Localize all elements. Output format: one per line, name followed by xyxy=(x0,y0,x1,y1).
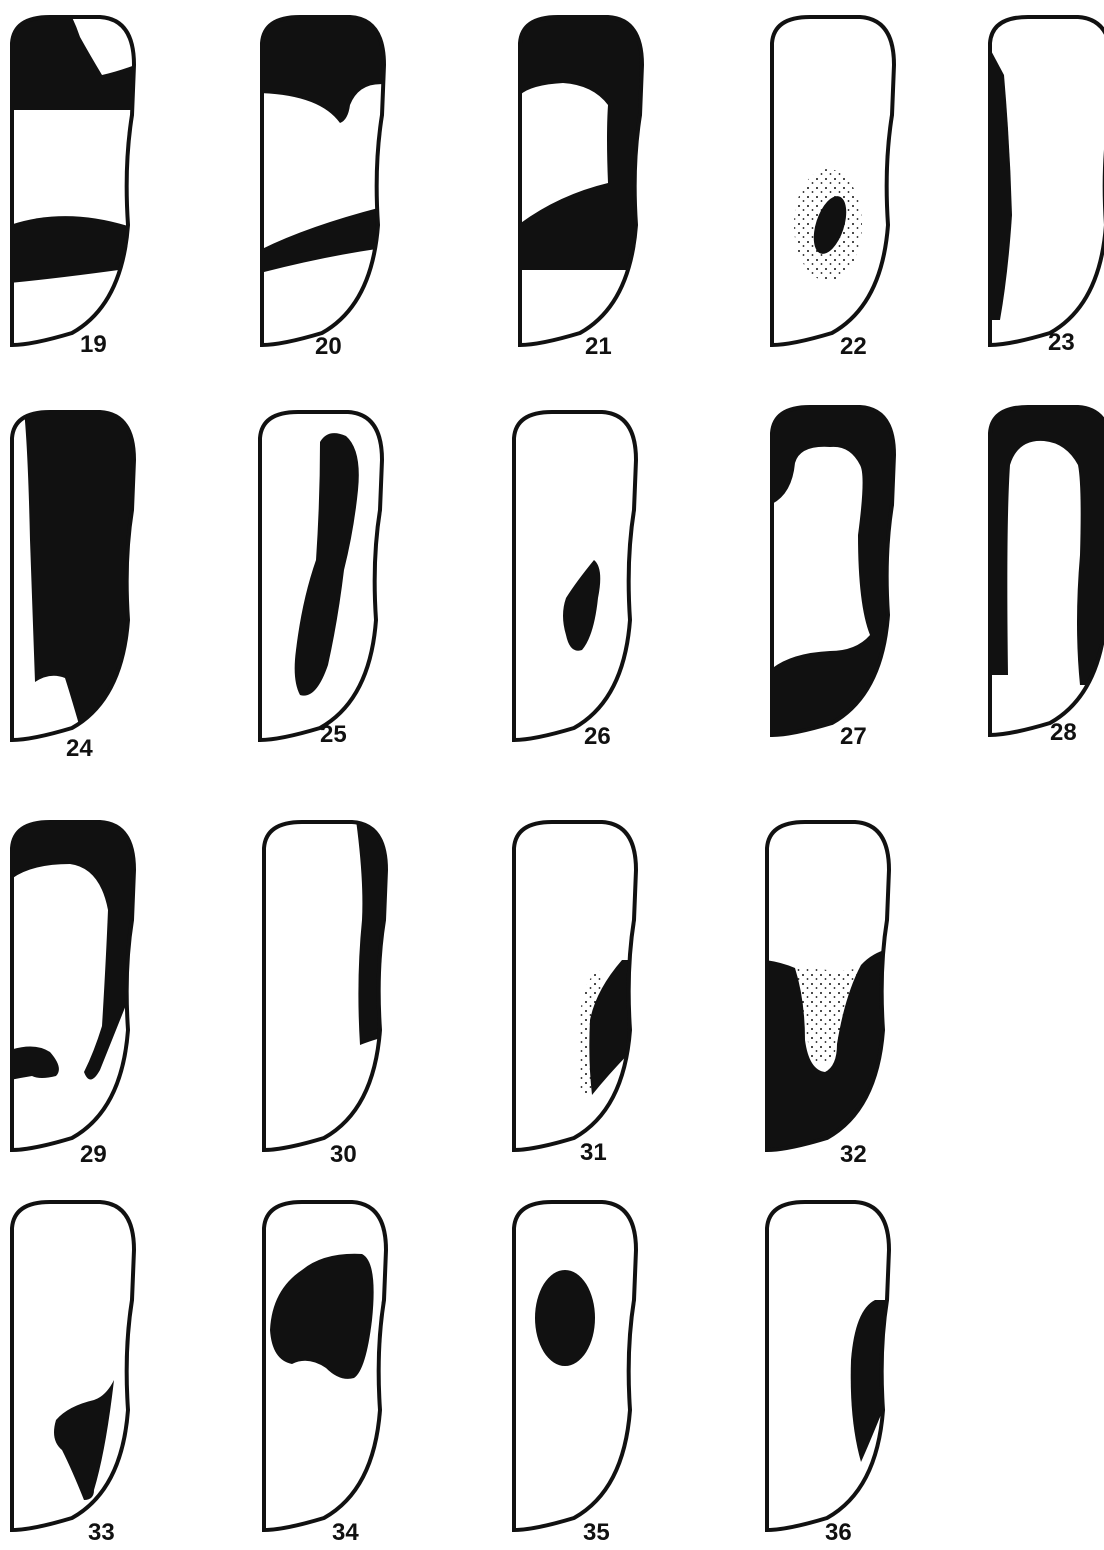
figure-label: 35 xyxy=(583,1519,610,1546)
figure-label: 26 xyxy=(584,723,611,750)
figure-26 xyxy=(514,412,636,740)
figure-label: 32 xyxy=(840,1141,867,1168)
figure-36 xyxy=(767,1202,895,1530)
figure-29-cap-stripe xyxy=(10,820,140,1080)
figure-19 xyxy=(10,10,140,345)
figure-23 xyxy=(988,17,1104,345)
figure-label: 27 xyxy=(840,723,867,750)
figure-28 xyxy=(988,405,1104,735)
figure-28-pattern xyxy=(988,405,1104,685)
figure-20-top-band xyxy=(260,15,390,123)
figure-31 xyxy=(514,822,642,1150)
figure-label: 25 xyxy=(320,721,347,748)
figure-35-spot xyxy=(535,1270,595,1366)
figure-30 xyxy=(264,820,392,1150)
figure-label: 36 xyxy=(825,1519,852,1546)
figure-label: 31 xyxy=(580,1139,607,1166)
figure-35 xyxy=(514,1202,636,1530)
figure-34 xyxy=(264,1202,386,1530)
figure-label: 30 xyxy=(330,1141,357,1168)
figure-21-cap-and-stripe xyxy=(518,15,648,270)
figure-20 xyxy=(260,15,390,345)
figure-label: 33 xyxy=(88,1519,115,1546)
figure-25 xyxy=(260,412,382,740)
figure-33 xyxy=(12,1202,134,1530)
figure-34-blotch xyxy=(270,1254,374,1379)
figure-21 xyxy=(518,15,648,345)
figure-33-blotch xyxy=(54,1380,114,1500)
figure-label: 34 xyxy=(332,1519,359,1546)
figure-27 xyxy=(770,405,900,740)
figure-label: 21 xyxy=(585,333,612,360)
figure-25-blotch xyxy=(295,433,359,696)
figure-label: 24 xyxy=(66,735,93,762)
figure-22 xyxy=(772,17,894,345)
figure-29-left-spot xyxy=(10,1046,59,1080)
figure-27-pattern xyxy=(770,405,900,740)
figure-label: 28 xyxy=(1050,719,1077,746)
figure-label: 23 xyxy=(1048,329,1075,356)
figure-24 xyxy=(12,410,140,740)
figure-label: 29 xyxy=(80,1141,107,1168)
figure-label: 19 xyxy=(80,331,107,358)
figure-32 xyxy=(765,822,895,1160)
figure-24-fill xyxy=(24,410,140,735)
figure-29 xyxy=(10,820,140,1150)
figure-36-right-stripe xyxy=(851,1300,895,1462)
figure-label: 22 xyxy=(840,333,867,360)
figure-26-blotch xyxy=(563,560,600,651)
figure-label: 20 xyxy=(315,333,342,360)
